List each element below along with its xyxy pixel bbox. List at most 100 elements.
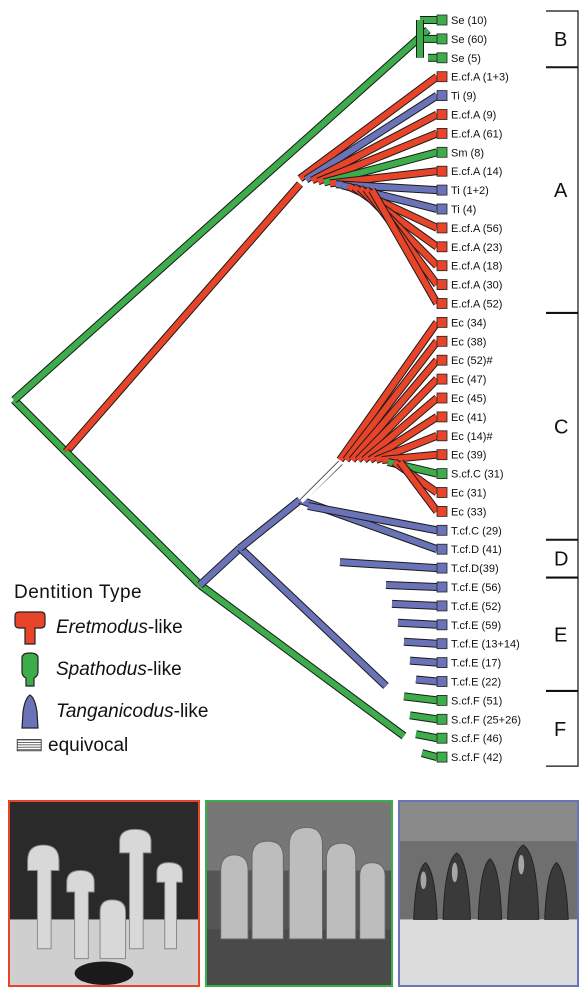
taxon-label: S.cf.F (51) [451, 695, 502, 707]
taxon-label: Ec (39) [451, 450, 486, 462]
legend-item-spathodus: Spathodus-like [12, 650, 182, 690]
clade-A-tip-branch [316, 130, 439, 185]
tip-marker [436, 354, 448, 366]
group-letter-E: E [554, 624, 567, 646]
tip-marker [436, 543, 448, 555]
clade-E-tip-branch [403, 638, 438, 647]
eretmodus-tooth-icon [14, 611, 46, 645]
taxon-label: Ec (14)# [451, 431, 493, 443]
clade-E-stem [237, 545, 389, 689]
tip-marker [436, 657, 448, 668]
taxon-label: Ec (31) [451, 488, 486, 500]
tip-marker [436, 33, 448, 45]
tip-marker [436, 184, 448, 196]
clade-E-tip-branch [409, 657, 438, 666]
photo-eretmodus-teeth [8, 800, 200, 987]
tip-marker [436, 430, 448, 442]
group-bracket [546, 67, 579, 314]
tip-marker [436, 468, 448, 480]
taxon-label: S.cf.C (31) [451, 469, 504, 481]
group-bracket [546, 312, 579, 540]
taxon-label: T.cf.E (17) [451, 658, 501, 670]
clade-A-stem [63, 182, 303, 454]
taxon-label: Ec (47) [451, 374, 486, 386]
taxon-label: T.cf.E (22) [451, 677, 501, 689]
clade-C-tip-branch [337, 320, 440, 462]
taxon-label: E.cf.A (56) [451, 223, 502, 235]
tip-marker [436, 751, 448, 763]
tanganicodus-stem [197, 545, 243, 588]
legend-item-equivocal: equivocal [12, 730, 128, 762]
group-bracket [546, 10, 579, 68]
group-letter-F: F [554, 719, 566, 741]
group-letter-B: B [554, 29, 567, 51]
tip-marker [436, 411, 448, 423]
taxon-label: E.cf.A (14) [451, 166, 502, 178]
clade-C-tip-branch [368, 414, 439, 463]
taxon-label: E.cf.A (52) [451, 299, 502, 311]
taxon-label: Ec (52)# [451, 355, 493, 367]
clade-F-tip-branch [421, 750, 438, 760]
clade-D-branch [339, 559, 438, 572]
tip-marker [436, 449, 448, 461]
legend-name-eretmodus: Eretmodus [56, 617, 148, 638]
clade-C-tip-branch [362, 395, 439, 463]
taxon-label: T.cf.E (59) [451, 620, 501, 632]
taxon-label: Ec (45) [451, 393, 486, 405]
tip-marker [436, 52, 448, 64]
group-letter-C: C [554, 416, 568, 438]
taxon-label: E.cf.A (9) [451, 110, 496, 122]
group-bracket [546, 539, 579, 578]
tip-marker [436, 487, 448, 498]
tip-marker [436, 695, 448, 706]
tip-marker [436, 222, 448, 234]
tip-marker [436, 335, 448, 347]
tip-marker [436, 619, 448, 631]
root-branch [11, 397, 69, 455]
tip-marker [436, 373, 448, 385]
clade-F-tip-branch [415, 731, 438, 742]
clade-A-tip-branch [310, 111, 439, 184]
legend-item-eretmodus: Eretmodus-like [12, 608, 183, 648]
tip-marker [436, 203, 448, 215]
clade-A-tip-branch [369, 188, 440, 305]
photo-spathodus-teeth [205, 800, 393, 987]
legend-title: Dentition Type [14, 582, 143, 603]
tip-marker [436, 638, 448, 650]
tip-marker [436, 713, 448, 725]
legend-name-tanganicodus: Tanganicodus [56, 701, 174, 722]
clade-E-tip-branch [385, 582, 438, 590]
taxon-label: Se (5) [451, 53, 481, 65]
clade-E-tip-branch [391, 600, 438, 609]
legend-label-equivocal: equivocal [48, 735, 129, 756]
clade-C-tip-branch [355, 377, 440, 463]
tip-marker [436, 279, 448, 291]
clade-F-tip-branch [403, 693, 438, 704]
taxon-label: T.cf.C (29) [451, 525, 502, 537]
tip-marker [436, 241, 448, 253]
taxon-label: S.cf.F (46) [451, 733, 502, 745]
photo-tanganicodus-teeth [398, 800, 579, 987]
clade-A-tip-branch [323, 149, 438, 186]
clade-C-blue-branch [307, 503, 438, 534]
tip-marker [436, 14, 448, 26]
taxon-label: E.cf.A (1+3) [451, 72, 509, 84]
taxon-label: Ec (34) [451, 317, 486, 329]
taxon-label: E.cf.A (23) [451, 242, 502, 254]
dentition-photos [0, 800, 579, 987]
taxon-label: S.cf.F (25+26) [451, 714, 521, 726]
taxon-label: Ti (9) [451, 91, 476, 103]
clade-F-stem [198, 582, 406, 739]
clade-E-tip-branch [415, 676, 438, 685]
tip-marker [436, 146, 448, 158]
tip-marker [436, 600, 448, 612]
tip-marker [436, 676, 448, 687]
tip-marker [436, 298, 448, 309]
group-bracket [546, 690, 579, 767]
taxon-label: Se (60) [451, 34, 487, 46]
tip-marker [436, 732, 448, 744]
tip-marker [436, 260, 448, 272]
clade-C-tip-branch [343, 339, 440, 462]
taxon-label: Ec (33) [451, 506, 486, 518]
tip-marker [436, 316, 448, 328]
